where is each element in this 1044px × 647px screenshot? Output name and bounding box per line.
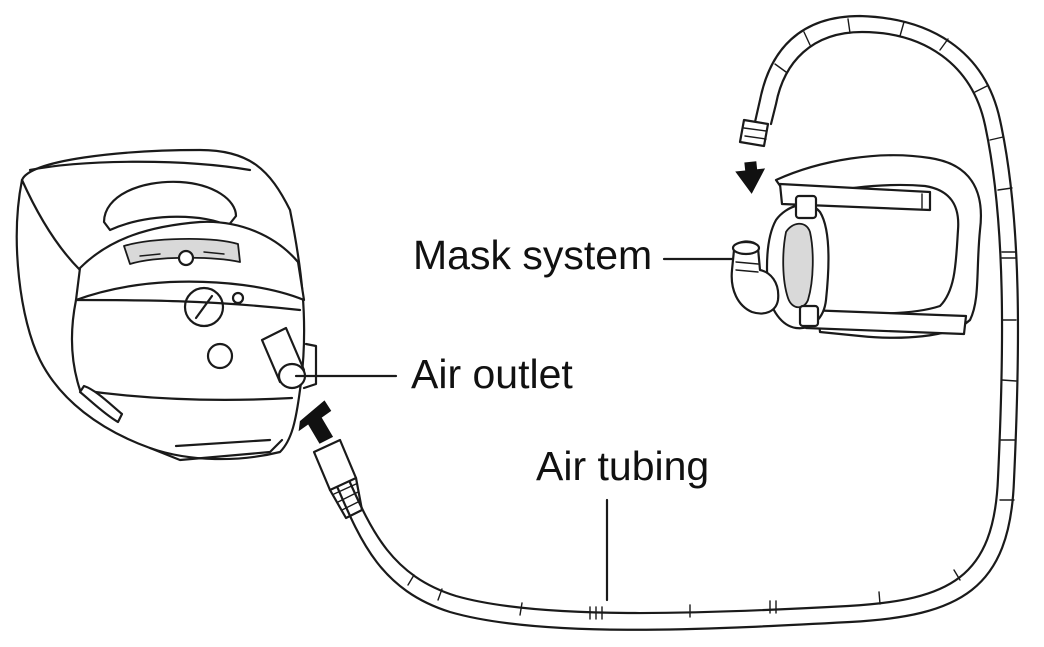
insert-arrow-icon [735, 161, 766, 194]
cpap-device-icon [15, 148, 318, 462]
air-outlet-label: Air outlet [411, 351, 573, 397]
air-tubing-label: Air tubing [536, 443, 710, 489]
mask-system-label: Mask system [413, 232, 653, 278]
air-tubing-icon [312, 14, 1020, 631]
insert-arrow-icon [298, 400, 334, 444]
mask-system-icon [730, 154, 982, 339]
